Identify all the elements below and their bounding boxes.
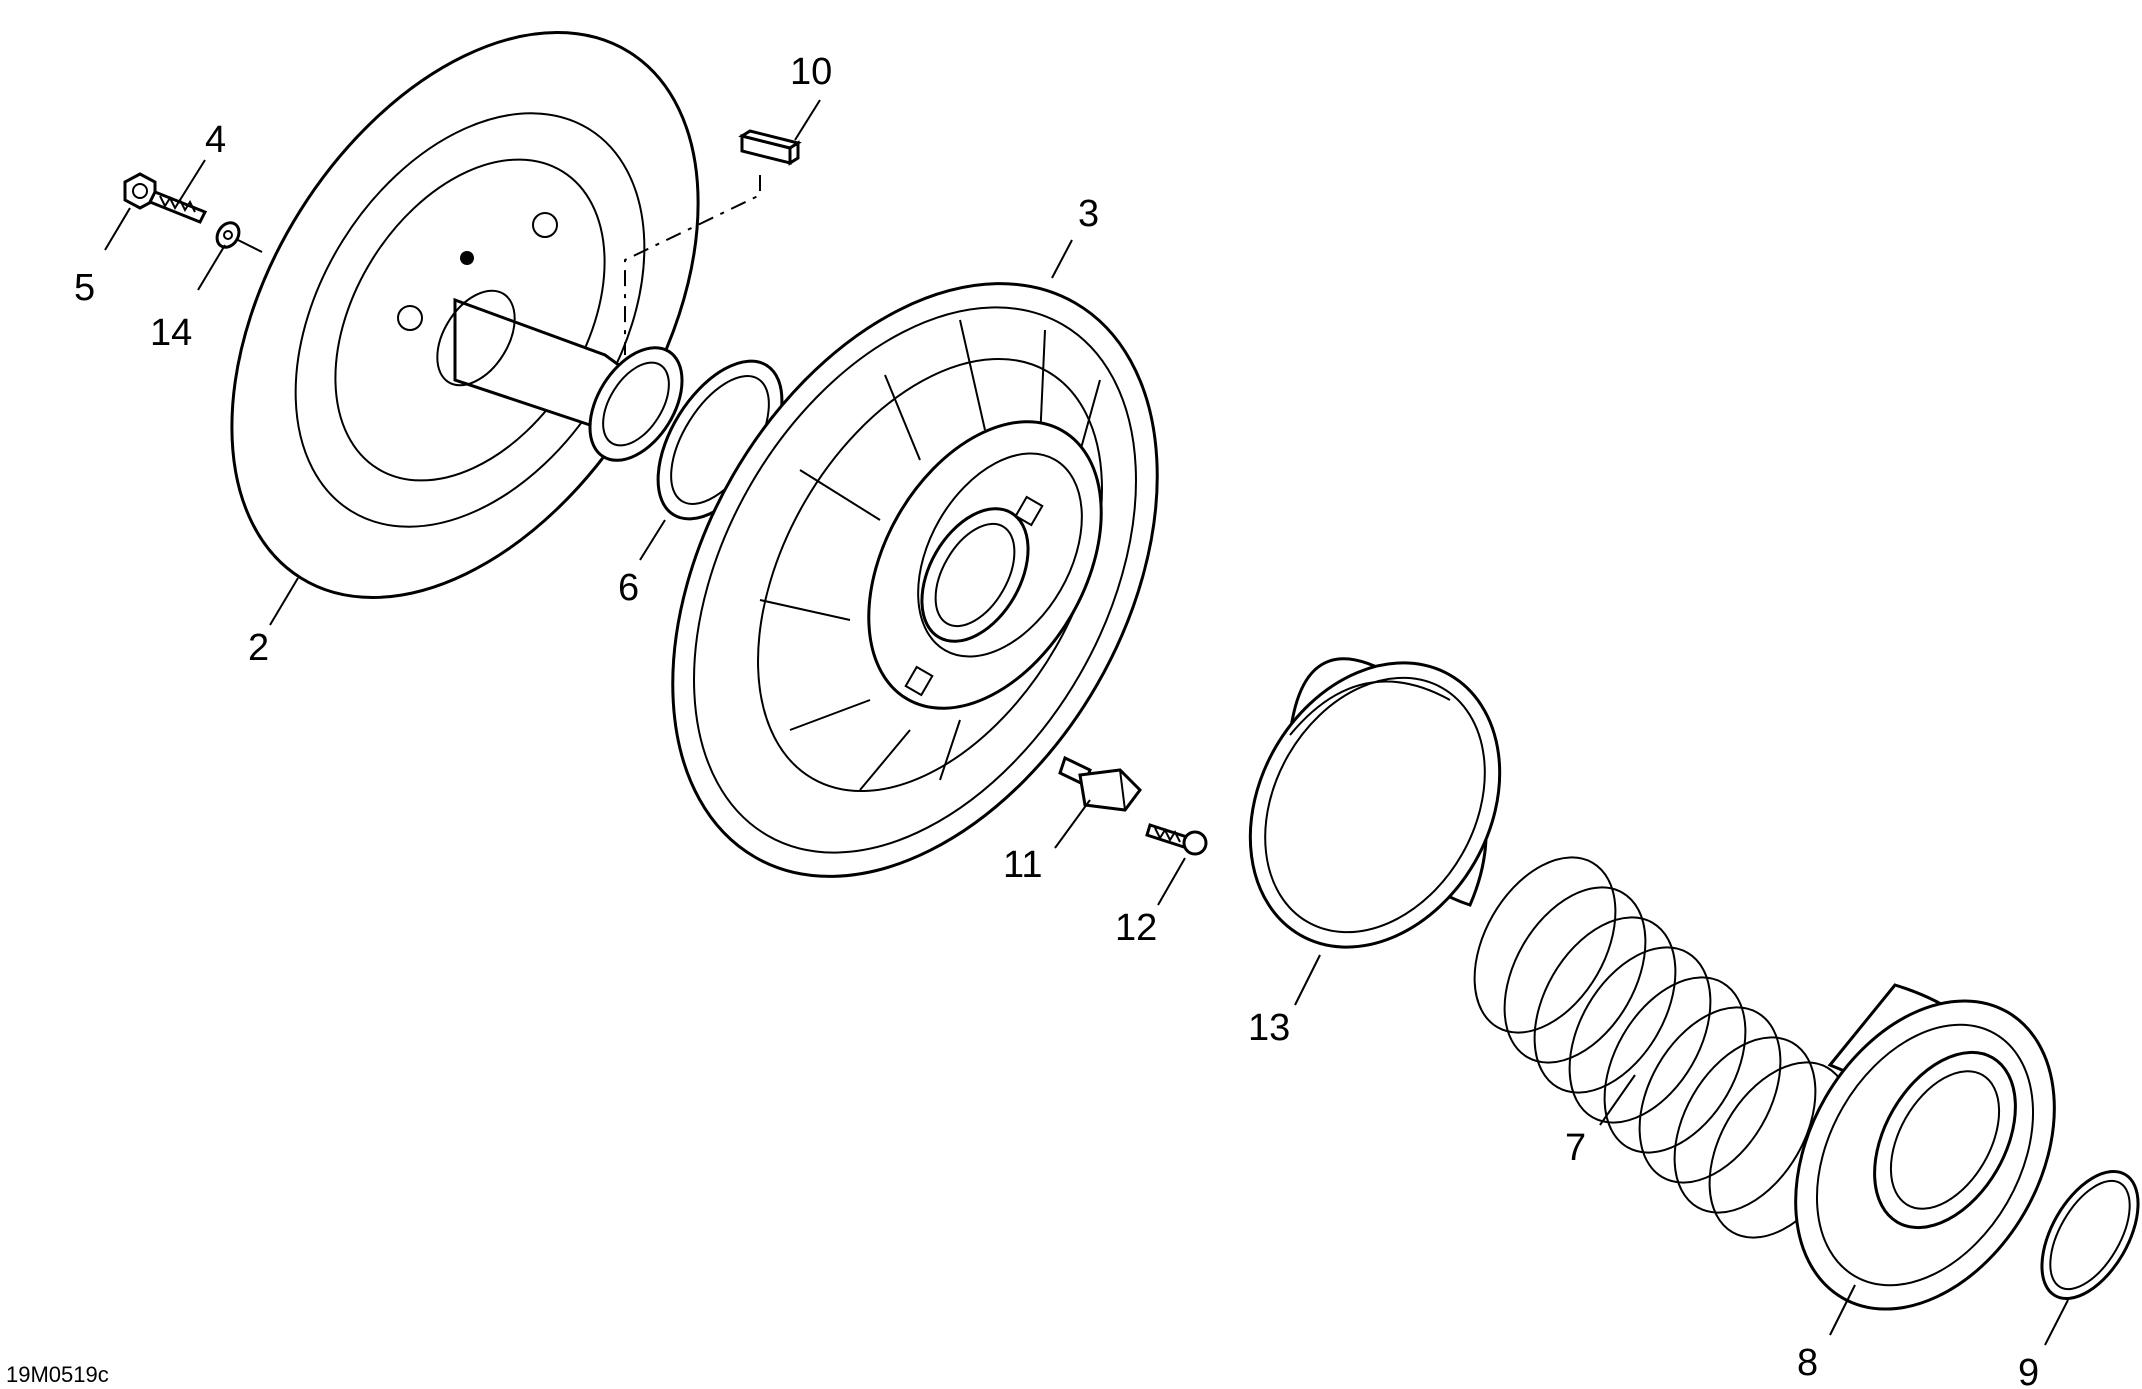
callout-12: 12 [1115, 907, 1157, 949]
callout-9: 9 [2018, 1352, 2039, 1389]
callout-14: 14 [150, 312, 192, 354]
figure-reference: 19M0519c [6, 1362, 109, 1387]
part-10-key [624, 129, 802, 355]
callout-3: 3 [1078, 193, 1099, 235]
callout-8: 8 [1797, 1342, 1818, 1384]
part-11-slider-shoe [1058, 755, 1142, 812]
part-14-washer [215, 221, 263, 253]
callout-10: 10 [790, 51, 832, 93]
callout-7: 7 [1565, 1127, 1586, 1169]
leader-lines [104, 99, 2069, 1346]
part-9-retaining-ring [2040, 1169, 2140, 1301]
callout-13: 13 [1248, 1007, 1290, 1049]
part-12-screw [1145, 823, 1208, 856]
part-2-fixed-sheave [230, 31, 700, 599]
part-4-screw [147, 190, 208, 224]
callout-4: 4 [205, 119, 226, 161]
part-8-cam [1794, 983, 2056, 1311]
callout-5: 5 [74, 267, 95, 309]
part-13-ring [1248, 657, 1502, 949]
callout-11: 11 [1003, 844, 1042, 886]
part-3-sliding-sheave [671, 282, 1159, 878]
callout-6: 6 [618, 567, 639, 609]
callout-2: 2 [248, 627, 269, 669]
